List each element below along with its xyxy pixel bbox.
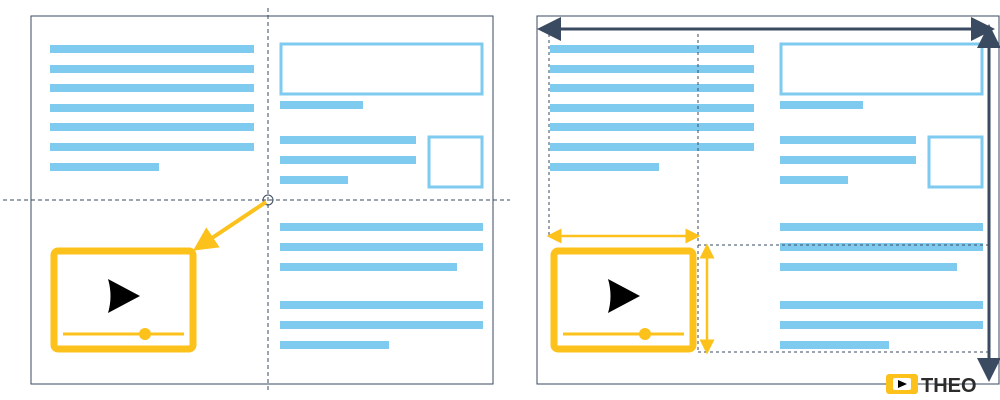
text-line — [780, 156, 916, 164]
floating-video-player[interactable] — [50, 247, 197, 353]
left-right-column — [279, 42, 484, 349]
right-right-column — [779, 42, 984, 349]
left-panel — [3, 8, 510, 392]
text-line — [280, 341, 389, 349]
text-line — [550, 45, 754, 53]
image-placeholder-square — [427, 135, 484, 189]
text-line — [550, 84, 754, 92]
text-line — [780, 301, 983, 309]
text-line — [50, 104, 254, 112]
move-arrow — [193, 200, 268, 251]
progress-handle[interactable] — [139, 328, 151, 340]
image-placeholder-square — [927, 135, 984, 189]
text-line — [550, 143, 754, 151]
text-line — [50, 123, 254, 131]
text-line — [50, 65, 254, 73]
progress-handle[interactable] — [639, 328, 651, 340]
anchor-point — [262, 194, 274, 206]
text-line — [780, 176, 848, 184]
text-line — [780, 341, 889, 349]
text-line — [280, 101, 363, 109]
image-placeholder-wide — [279, 42, 484, 96]
text-line — [780, 243, 983, 251]
text-line — [780, 136, 916, 144]
play-icon[interactable] — [108, 279, 140, 313]
play-icon[interactable] — [608, 279, 640, 313]
text-line — [50, 163, 159, 171]
text-line — [280, 301, 483, 309]
text-line — [550, 123, 754, 131]
text-line — [280, 176, 348, 184]
text-line — [50, 84, 254, 92]
text-line — [550, 65, 754, 73]
text-line — [280, 243, 483, 251]
logo-wordmark: THEO — [921, 375, 977, 397]
text-line — [280, 156, 416, 164]
right-text-column — [550, 45, 754, 171]
text-line — [550, 163, 659, 171]
right-panel — [536, 15, 1000, 385]
text-line — [780, 223, 983, 231]
text-line — [780, 321, 983, 329]
left-text-column — [50, 45, 254, 171]
text-line — [280, 136, 416, 144]
text-line — [50, 45, 254, 53]
image-placeholder-wide — [779, 42, 984, 96]
text-line — [780, 263, 957, 271]
text-line — [280, 321, 483, 329]
text-line — [280, 223, 483, 231]
text-line — [280, 263, 457, 271]
theo-logo: THEO — [886, 374, 977, 397]
text-line — [780, 101, 863, 109]
positioned-video-player[interactable] — [550, 247, 697, 353]
text-line — [550, 104, 754, 112]
text-line — [50, 143, 254, 151]
